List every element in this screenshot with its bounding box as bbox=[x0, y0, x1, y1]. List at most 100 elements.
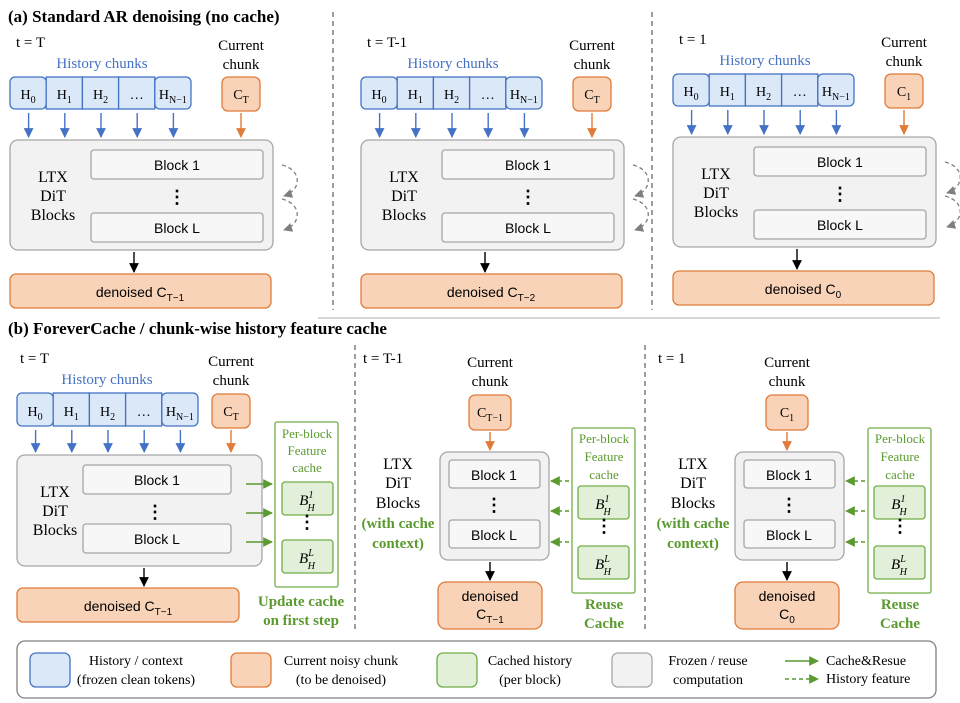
t-label: t = T-1 bbox=[363, 351, 403, 367]
current-label-2: chunk bbox=[213, 373, 250, 389]
cache-note-2: Cache bbox=[880, 616, 920, 632]
denoised-box bbox=[9, 273, 272, 309]
denoised-label: denoised CT−1 bbox=[96, 284, 185, 304]
dit-label-2: DiT bbox=[391, 188, 417, 205]
block-l-label: Block L bbox=[766, 527, 812, 543]
dit-label-1: LTX bbox=[40, 484, 70, 501]
history-chunk-label: H2 bbox=[444, 88, 459, 106]
cache-title-1: Per-block bbox=[875, 431, 926, 446]
history-chunk-label: H1 bbox=[64, 405, 79, 423]
cache-cell-sup: 1 bbox=[308, 490, 313, 501]
loop-arrow bbox=[944, 161, 960, 195]
history-chunk-label-sub: N−1 bbox=[520, 95, 538, 106]
block-l-label: Block L bbox=[134, 531, 180, 547]
legend-history-label-2: (frozen clean tokens) bbox=[77, 673, 195, 688]
history-chunk-label: … bbox=[481, 88, 495, 103]
t-label: t = T bbox=[16, 35, 45, 51]
block-l-label: Block L bbox=[817, 217, 863, 233]
current-chunk-label: CT bbox=[584, 88, 599, 106]
history-chunk-label-main: … bbox=[793, 85, 807, 100]
current-chunk-label: CT bbox=[223, 405, 238, 423]
denoised-label-main: denoised C bbox=[765, 281, 836, 297]
history-chunk-label: … bbox=[130, 88, 144, 103]
block-1-label: Block 1 bbox=[471, 467, 517, 483]
dit-label-3: Blocks bbox=[694, 204, 738, 221]
legend-current-swatch bbox=[230, 652, 272, 688]
history-chunk-cell bbox=[817, 73, 855, 107]
denoised-label-2: CT−1 bbox=[476, 606, 504, 626]
cache-context-label-1: (with cache bbox=[657, 516, 730, 532]
history-chunk-label-main: H bbox=[408, 88, 418, 103]
history-chunk-label: H0 bbox=[684, 85, 699, 103]
history-chunk-cell bbox=[52, 392, 91, 427]
cache-cell-sup: L bbox=[307, 548, 314, 559]
cache-note-1: Reuse bbox=[881, 597, 920, 613]
current-chunk-label: CT−1 bbox=[477, 406, 503, 424]
denoised-label: denoised C0 bbox=[765, 281, 842, 301]
denoised-label: denoised CT−2 bbox=[447, 284, 536, 304]
dit-label-1: LTX bbox=[383, 456, 413, 473]
denoised-label-1: denoised bbox=[759, 588, 816, 604]
history-chunk-label-main: H bbox=[21, 88, 31, 103]
block-1-box bbox=[743, 459, 836, 489]
denoised-label-2-sub: 0 bbox=[789, 615, 795, 626]
denoised-label-1: denoised bbox=[462, 588, 519, 604]
denoised-label-2-main: C bbox=[779, 606, 789, 622]
denoised-box bbox=[734, 581, 840, 630]
denoised-label-2: C0 bbox=[779, 606, 795, 626]
block-1-box bbox=[90, 149, 264, 180]
t-label: t = T bbox=[20, 351, 49, 367]
history-chunk-label-main: H bbox=[720, 85, 730, 100]
cache-cell-sub: H bbox=[899, 567, 908, 578]
cache-note-2: Cache bbox=[584, 616, 624, 632]
denoised-box bbox=[360, 273, 623, 309]
history-chunk-label: H2 bbox=[756, 85, 771, 103]
history-chunk-label-sub: 2 bbox=[454, 95, 459, 106]
history-chunk-cell bbox=[88, 392, 127, 427]
denoised-box bbox=[437, 581, 543, 630]
dit-label-3: Blocks bbox=[33, 522, 77, 539]
history-chunks-label: History chunks bbox=[719, 53, 810, 69]
block-1-box bbox=[82, 464, 232, 495]
dit-label-2: DiT bbox=[385, 475, 411, 492]
dit-label-3: Blocks bbox=[31, 207, 75, 224]
cache-cell-sub: H bbox=[307, 561, 316, 572]
legend-history-swatch bbox=[29, 652, 71, 688]
history-chunk-label: HN−1 bbox=[822, 85, 850, 103]
cache-cell bbox=[281, 539, 334, 574]
history-chunk-label-main: H bbox=[372, 88, 382, 103]
legend: History / context(frozen clean tokens)Cu… bbox=[16, 640, 937, 699]
block-l-box bbox=[82, 523, 232, 554]
denoised-label-main: denoised C bbox=[84, 598, 155, 614]
cache-title-1: Per-block bbox=[579, 431, 630, 446]
cache-title-3: cache bbox=[292, 460, 322, 475]
cache-dots: ⋮ bbox=[891, 516, 909, 536]
legend-cached-label-1: Cached history bbox=[488, 654, 572, 669]
denoised-box bbox=[16, 587, 240, 623]
cache-cell bbox=[873, 545, 926, 580]
loop-arrow bbox=[632, 198, 649, 232]
history-chunk-cell bbox=[708, 73, 747, 107]
block-1-label: Block 1 bbox=[154, 157, 200, 173]
history-chunk-label-sub: 0 bbox=[382, 95, 387, 106]
history-chunk-label-sub: 2 bbox=[110, 412, 115, 423]
cache-cell-sup: L bbox=[603, 554, 610, 565]
current-label-2: chunk bbox=[886, 54, 923, 70]
dit-label-1: LTX bbox=[678, 456, 708, 473]
current-chunk-label: CT bbox=[233, 88, 248, 106]
current-label-1: Current bbox=[467, 355, 514, 371]
current-chunk-label: C1 bbox=[780, 406, 794, 424]
history-chunk-label-main: H bbox=[756, 85, 766, 100]
block-l-box bbox=[90, 212, 264, 243]
legend-frozen-swatch bbox=[611, 652, 653, 688]
denoised-label-main: denoised C bbox=[447, 284, 518, 300]
cache-cell-sub: H bbox=[603, 567, 612, 578]
denoised-label-sub: T−2 bbox=[518, 293, 536, 304]
block-1-box bbox=[441, 149, 615, 180]
current-chunk-box bbox=[221, 76, 261, 112]
